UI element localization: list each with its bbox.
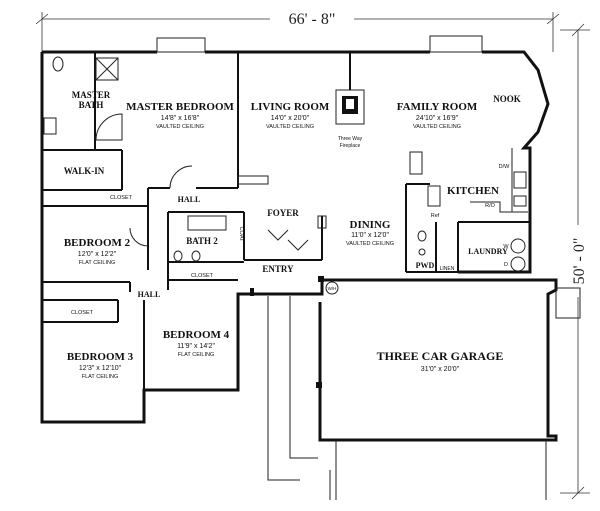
bedroom2-name: BEDROOM 2: [64, 237, 131, 249]
hall-upper-label: HALL: [178, 195, 201, 204]
nook-label: NOOK: [493, 94, 521, 104]
refrigerator-label: Ref: [431, 213, 440, 219]
overall-width-label: 66' - 8": [289, 11, 336, 28]
living-room-size: 14'0" x 20'0": [271, 115, 310, 122]
garage-name: THREE CAR GARAGE: [377, 349, 504, 363]
walkway-lines: [267, 296, 547, 500]
bedroom3-name: BEDROOM 3: [67, 351, 134, 363]
dining-size: 11'0" x 12'0": [351, 232, 389, 239]
kitchen-label: KITCHEN: [447, 185, 499, 197]
fireplace-label-line1: Three Way: [338, 136, 363, 142]
closet-bedroom2-label: CLOSET: [110, 195, 133, 201]
family-room-name: FAMILY ROOM: [397, 101, 478, 113]
bedroom2-size: 12'0" x 12'2": [78, 251, 117, 258]
bath2-label: BATH 2: [186, 236, 218, 246]
fireplace-label-line2: Fireplace: [340, 143, 361, 149]
dining-name: DINING: [350, 219, 391, 231]
coat-label: COAT: [238, 227, 244, 243]
pwd-label: PWD: [416, 261, 435, 270]
master-bath-label-line2: BATH: [79, 100, 104, 110]
laundry-label: LAUNDRY: [468, 247, 508, 256]
family-room-ceiling: VAULTED CEILING: [413, 124, 461, 130]
dining-ceiling: VAULTED CEILING: [346, 241, 394, 247]
master-bedroom-size: 14'8" x 16'8": [161, 115, 200, 122]
entry-label: ENTRY: [262, 264, 294, 274]
bedroom4-name: BEDROOM 4: [163, 329, 230, 341]
master-bedroom-name: MASTER BEDROOM: [126, 101, 234, 113]
master-bath-label-line1: MASTER: [72, 90, 111, 100]
dryer-label: D: [504, 262, 508, 268]
closet-bedroom3-label: CLOSET: [71, 310, 94, 316]
washer-label: W: [503, 244, 509, 250]
bedroom4-size: 11'9" x 14'2": [177, 343, 215, 350]
foyer-label: FOYER: [267, 208, 299, 218]
bedroom4-ceiling: FLAT CEILING: [178, 352, 214, 358]
dishwasher-label: D/W: [499, 164, 511, 170]
interior-walls: [42, 52, 530, 390]
garage-size: 31'0" x 20'0": [421, 366, 460, 373]
bedroom2-ceiling: FLAT CEILING: [79, 260, 115, 266]
walk-in-label: WALK-IN: [64, 166, 105, 176]
bedroom3-size: 12'3" x 12'10": [79, 365, 122, 372]
room-labels: MASTER BATH MASTER BEDROOM 14'8" x 16'8"…: [64, 90, 521, 380]
living-room-ceiling: VAULTED CEILING: [266, 124, 314, 130]
hall-lower-label: HALL: [138, 290, 161, 299]
closet-bedroom4-label: CLOSET: [191, 273, 214, 279]
family-room-size: 24'10" x 16'9": [416, 115, 459, 122]
overall-depth-label: 50' - 0": [571, 238, 588, 285]
garage-walls: [316, 278, 581, 442]
living-room-name: LIVING ROOM: [251, 101, 330, 113]
master-bedroom-ceiling: VAULTED CEILING: [156, 124, 204, 130]
water-heater-label: W/H: [328, 286, 337, 291]
range-oven-label: R/O: [485, 203, 496, 209]
linen-label: LINEN: [440, 266, 455, 272]
fixture-labels: D/W Ref R/O W/H W D: [328, 164, 511, 291]
bedroom3-ceiling: FLAT CEILING: [82, 374, 118, 380]
exterior-walls: [40, 35, 550, 424]
